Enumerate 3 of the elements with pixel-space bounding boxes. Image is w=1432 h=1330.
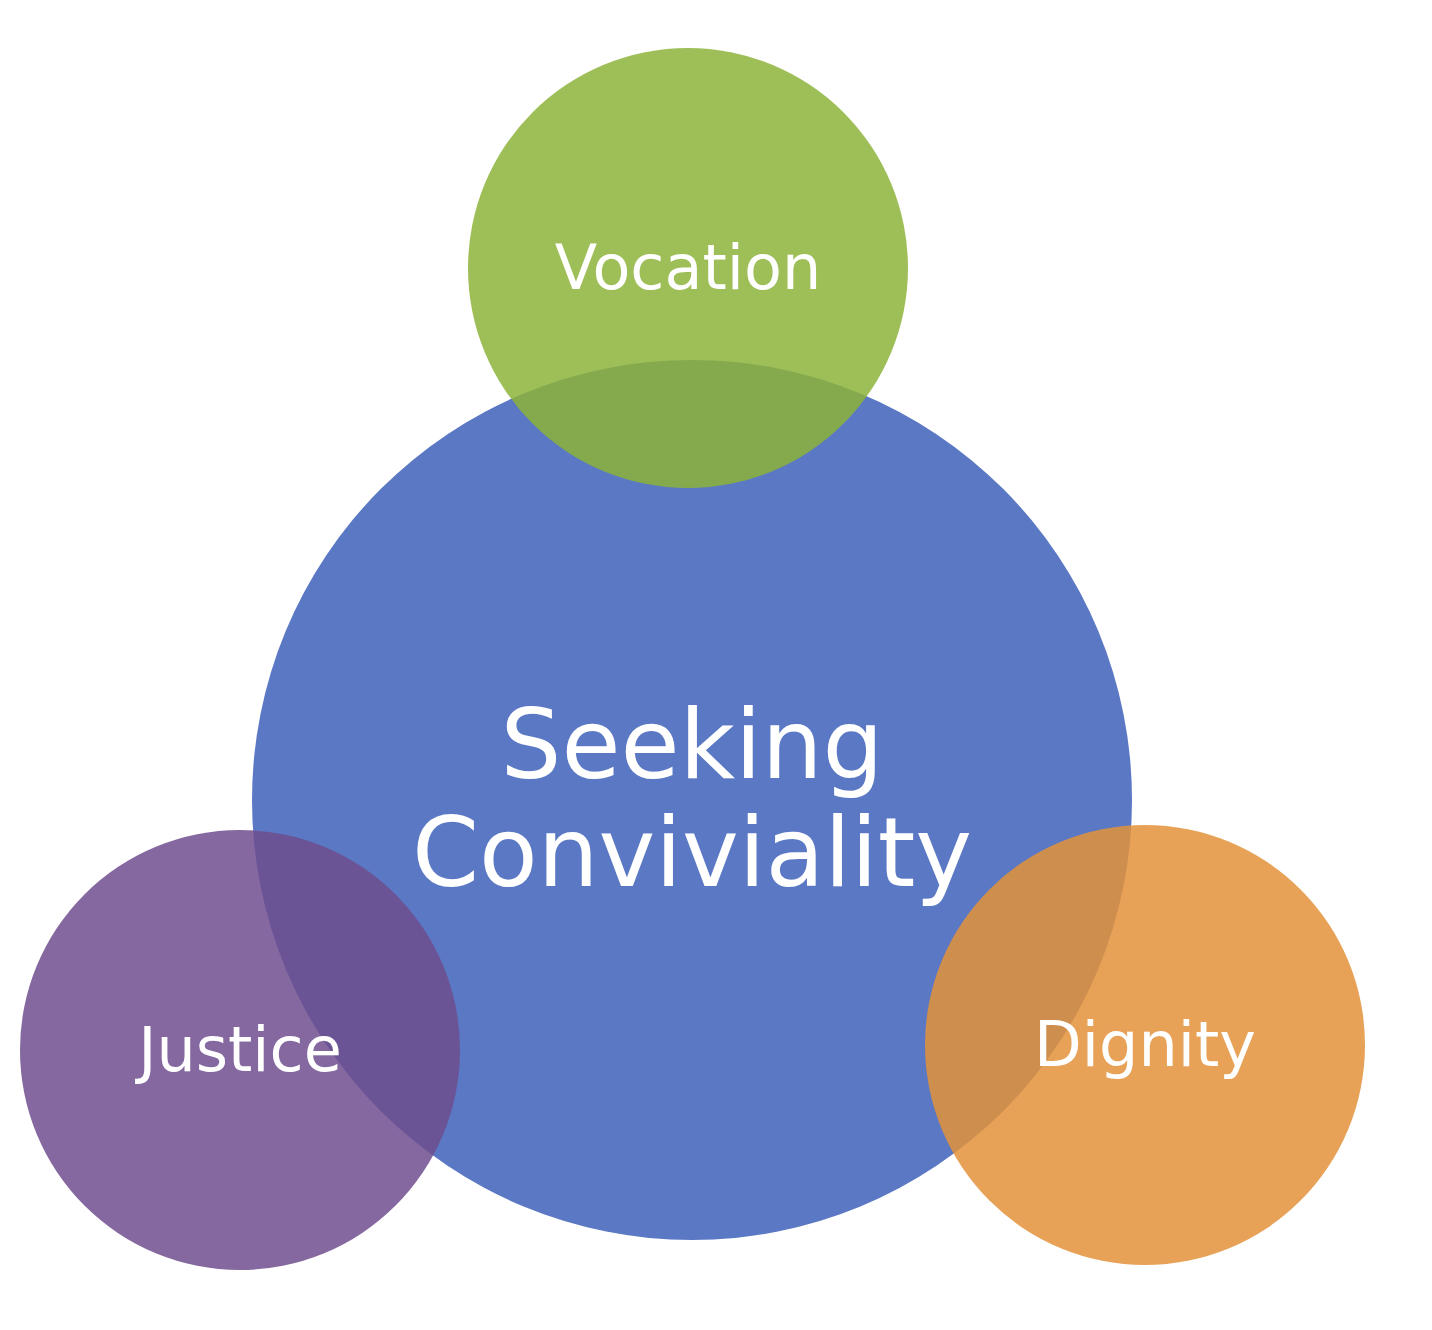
circle-label: Seeking Conviviality [410, 692, 974, 908]
circle-label: Dignity [1034, 1010, 1256, 1080]
circle-label: Vocation [554, 233, 822, 303]
